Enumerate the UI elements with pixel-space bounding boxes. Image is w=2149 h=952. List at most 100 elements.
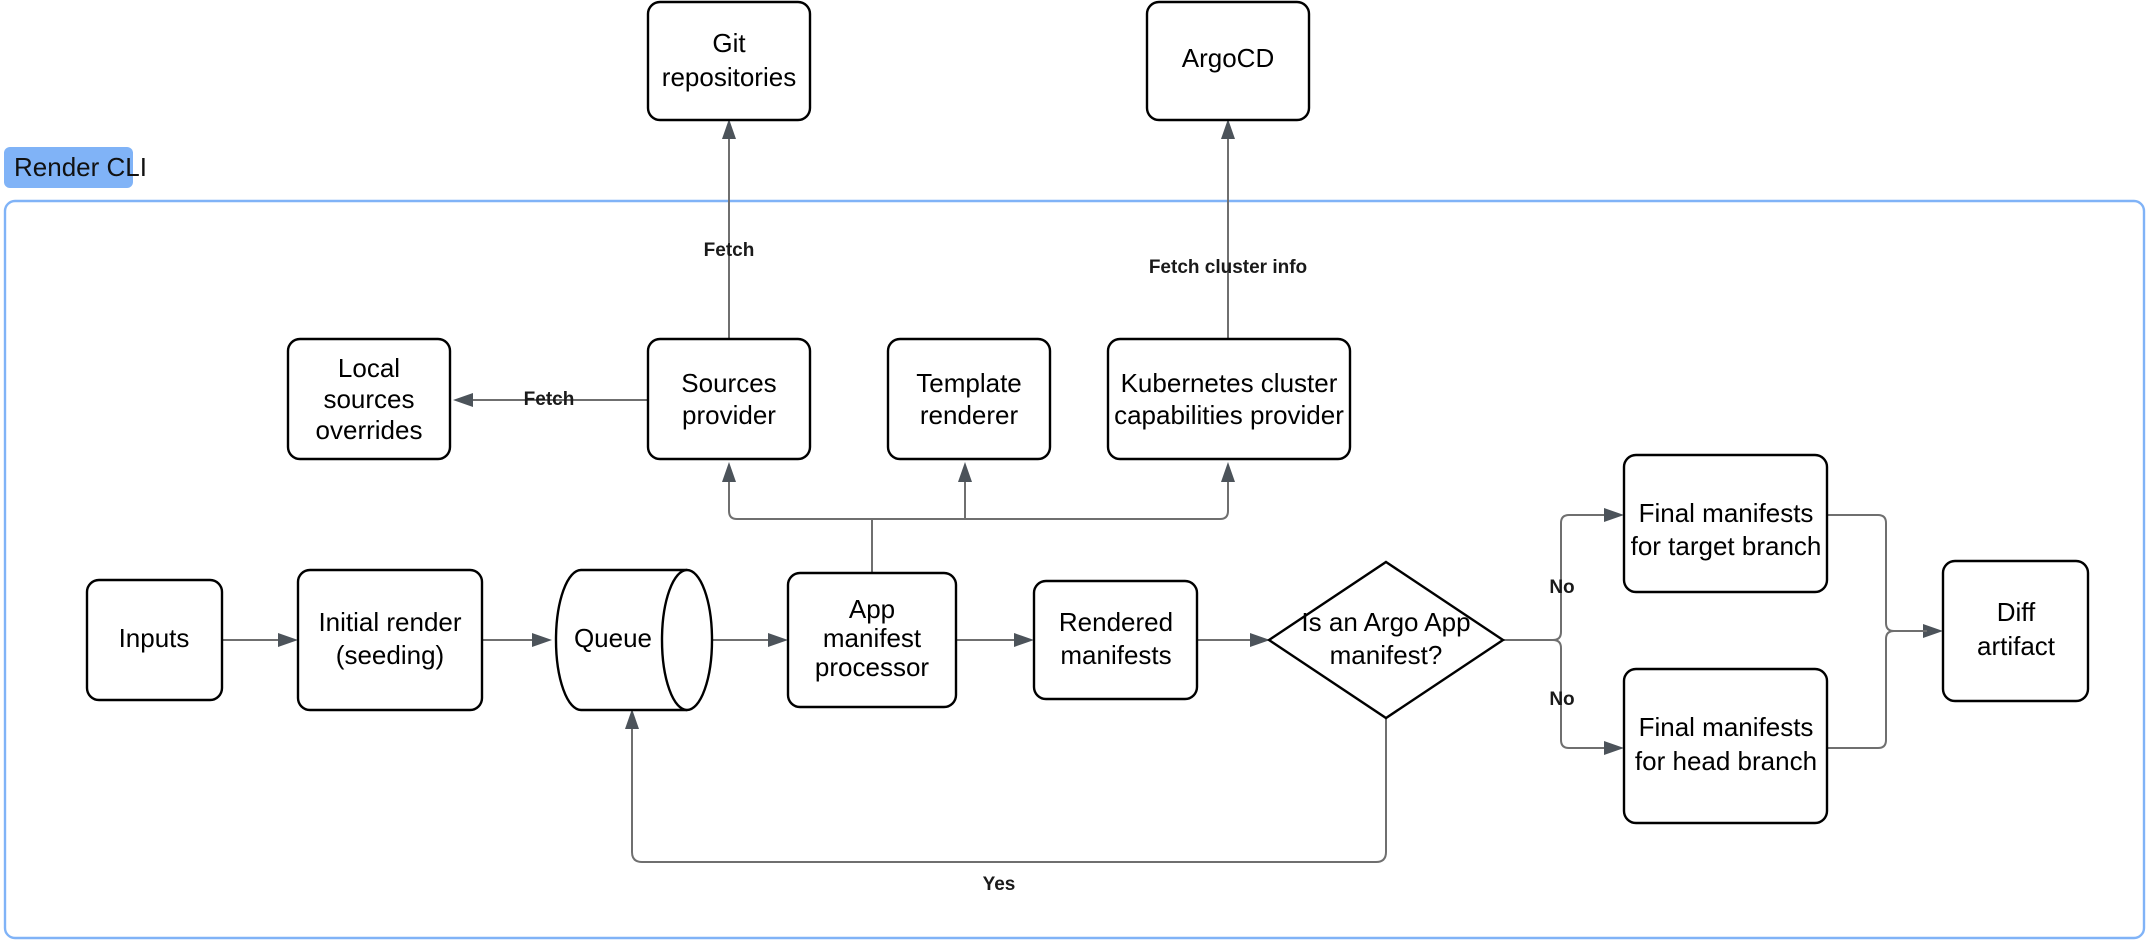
edge-label-fetch-local: Fetch — [524, 389, 575, 410]
edge-target-branch-to-diff-artifact — [1827, 514, 1943, 638]
queue-label: Queue — [574, 623, 652, 653]
edge-queue-to-app-processor — [712, 633, 788, 647]
inputs-label: Inputs — [119, 623, 190, 653]
local-sources-overrides-label-line3: overrides — [316, 415, 423, 445]
sources-provider-label-line2: provider — [682, 400, 776, 430]
group-render-cli: Render CLI — [3, 147, 2146, 940]
initial-render-label-line2: (seeding) — [336, 640, 444, 670]
render-cli-tag-label: Render CLI — [14, 152, 147, 182]
edge-k8s-provider-to-argocd: Fetch cluster info — [1149, 119, 1307, 339]
render-cli-boundary — [3, 199, 2146, 940]
arrowhead-right — [532, 633, 552, 647]
argocd-box[interactable] — [1145, 0, 1311, 122]
edge-label-no-lower: No — [1549, 689, 1574, 710]
inputs-box[interactable] — [85, 578, 224, 702]
node-template-renderer[interactable]: Template renderer — [886, 337, 1052, 461]
node-rendered-manifests[interactable]: Rendered manifests — [1032, 579, 1199, 701]
initial-render-label-line1: Initial render — [318, 607, 461, 637]
kubernetes-cluster-capabilities-provider-box[interactable] — [1106, 337, 1352, 461]
edge-app-processor-to-providers — [722, 462, 1235, 573]
template-renderer-box[interactable] — [886, 337, 1052, 461]
edge-label-fetch-git: Fetch — [704, 240, 755, 261]
git-repositories-box[interactable] — [646, 0, 812, 122]
node-inputs[interactable]: Inputs — [85, 578, 224, 702]
app-manifest-processor-box[interactable] — [786, 571, 958, 709]
node-app-manifest-processor[interactable]: App manifest processor — [786, 571, 958, 709]
final-manifests-head-label-line2: for head branch — [1635, 746, 1817, 776]
arrowhead-right — [1250, 633, 1270, 647]
kubernetes-provider-label-line1: Kubernetes cluster — [1121, 368, 1338, 398]
final-manifests-target-label-line2: for target branch — [1631, 531, 1822, 561]
edge-decision-yes-loop-to-queue: Yes — [625, 709, 1387, 895]
local-sources-overrides-label-line1: Local — [338, 353, 400, 383]
app-manifest-processor-label-line1: App — [849, 594, 895, 624]
node-sources-provider[interactable]: Sources provider — [646, 337, 812, 461]
node-local-sources-overrides[interactable]: Local sources overrides — [286, 337, 452, 461]
edge-app-processor-to-rendered-manifests — [956, 633, 1034, 647]
node-diff-artifact[interactable]: Diff artifact — [1941, 559, 2090, 703]
local-sources-overrides-label-line2: sources — [323, 384, 414, 414]
arrowhead-up — [958, 462, 972, 482]
template-renderer-label-line2: renderer — [920, 400, 1019, 430]
final-manifests-target-label-line1: Final manifests — [1639, 498, 1814, 528]
node-kubernetes-cluster-capabilities-provider[interactable]: Kubernetes cluster capabilities provider — [1106, 337, 1352, 461]
edge-sources-provider-to-git-repositories: Fetch — [704, 119, 755, 339]
edge-rendered-manifests-to-decision — [1197, 633, 1270, 647]
node-final-manifests-target-branch[interactable]: Final manifests for target branch — [1622, 453, 1829, 594]
edge-inputs-to-initial-render — [222, 633, 298, 647]
edge-label-fetch-cluster-info: Fetch cluster info — [1149, 257, 1307, 278]
node-git-repositories[interactable]: Git repositories — [646, 0, 812, 122]
argocd-label-line1: ArgoCD — [1182, 43, 1274, 73]
edge-label-no-upper: No — [1549, 577, 1574, 598]
edge-label-yes: Yes — [983, 874, 1016, 895]
template-renderer-label-line1: Template — [916, 368, 1022, 398]
rendered-manifests-label-line1: Rendered — [1059, 607, 1173, 637]
node-initial-render-seeding[interactable]: Initial render (seeding) — [296, 568, 484, 712]
edge-sources-provider-to-local-overrides: Fetch — [453, 389, 648, 410]
diff-artifact-label-line1: Diff — [1997, 597, 2036, 627]
arrowhead-left — [453, 393, 473, 407]
arrowhead-right — [278, 633, 298, 647]
arrowhead-up — [1221, 462, 1235, 482]
git-repositories-label-line2: repositories — [662, 62, 796, 92]
app-manifest-processor-label-line3: processor — [815, 652, 929, 682]
queue-cylinder-cap — [660, 568, 688, 712]
diff-artifact-box[interactable] — [1941, 559, 2090, 703]
edges-layer: Fetch Fetch cluster info Fetch — [222, 119, 1943, 895]
sources-provider-label-line1: Sources — [681, 368, 776, 398]
final-manifests-head-branch-box[interactable] — [1622, 667, 1829, 825]
decision-label-line2: manifest? — [1330, 640, 1443, 670]
app-manifest-processor-label-line2: manifest — [823, 623, 922, 653]
arrowhead-up — [722, 119, 736, 139]
arrowhead-right — [1604, 741, 1624, 755]
edge-decision-no-head-branch: No — [1503, 639, 1624, 755]
arrowhead-up — [1221, 119, 1235, 139]
diff-artifact-label-line2: artifact — [1977, 631, 2056, 661]
decision-label-line1: Is an Argo App — [1301, 607, 1470, 637]
rendered-manifests-box[interactable] — [1032, 579, 1199, 701]
arrowhead-right — [768, 633, 788, 647]
local-sources-overrides-box[interactable] — [286, 337, 452, 461]
final-manifests-target-branch-box[interactable] — [1622, 453, 1829, 594]
node-final-manifests-head-branch[interactable]: Final manifests for head branch — [1622, 667, 1829, 825]
arrowhead-right — [1014, 633, 1034, 647]
arrowhead-up — [722, 462, 736, 482]
arrowhead-right — [1923, 624, 1943, 638]
edge-decision-no-target-branch: No — [1503, 508, 1624, 641]
edge-head-branch-to-diff-artifact — [1827, 630, 1927, 749]
node-queue[interactable]: Queue — [554, 568, 714, 712]
final-manifests-head-label-line1: Final manifests — [1639, 712, 1814, 742]
render-cli-tag-background — [4, 147, 133, 188]
edge-initial-render-to-queue — [482, 633, 552, 647]
git-repositories-label-line1: Git — [712, 28, 746, 58]
node-argocd[interactable]: ArgoCD — [1145, 0, 1311, 122]
kubernetes-provider-label-line2: capabilities provider — [1114, 400, 1344, 430]
sources-provider-box[interactable] — [646, 337, 812, 461]
arrowhead-right — [1604, 508, 1624, 522]
is-argo-app-manifest-diamond[interactable] — [1266, 560, 1506, 720]
rendered-manifests-label-line2: manifests — [1060, 640, 1171, 670]
node-is-argo-app-manifest[interactable]: Is an Argo App manifest? — [1266, 560, 1506, 720]
initial-render-seeding-box[interactable] — [296, 568, 484, 712]
